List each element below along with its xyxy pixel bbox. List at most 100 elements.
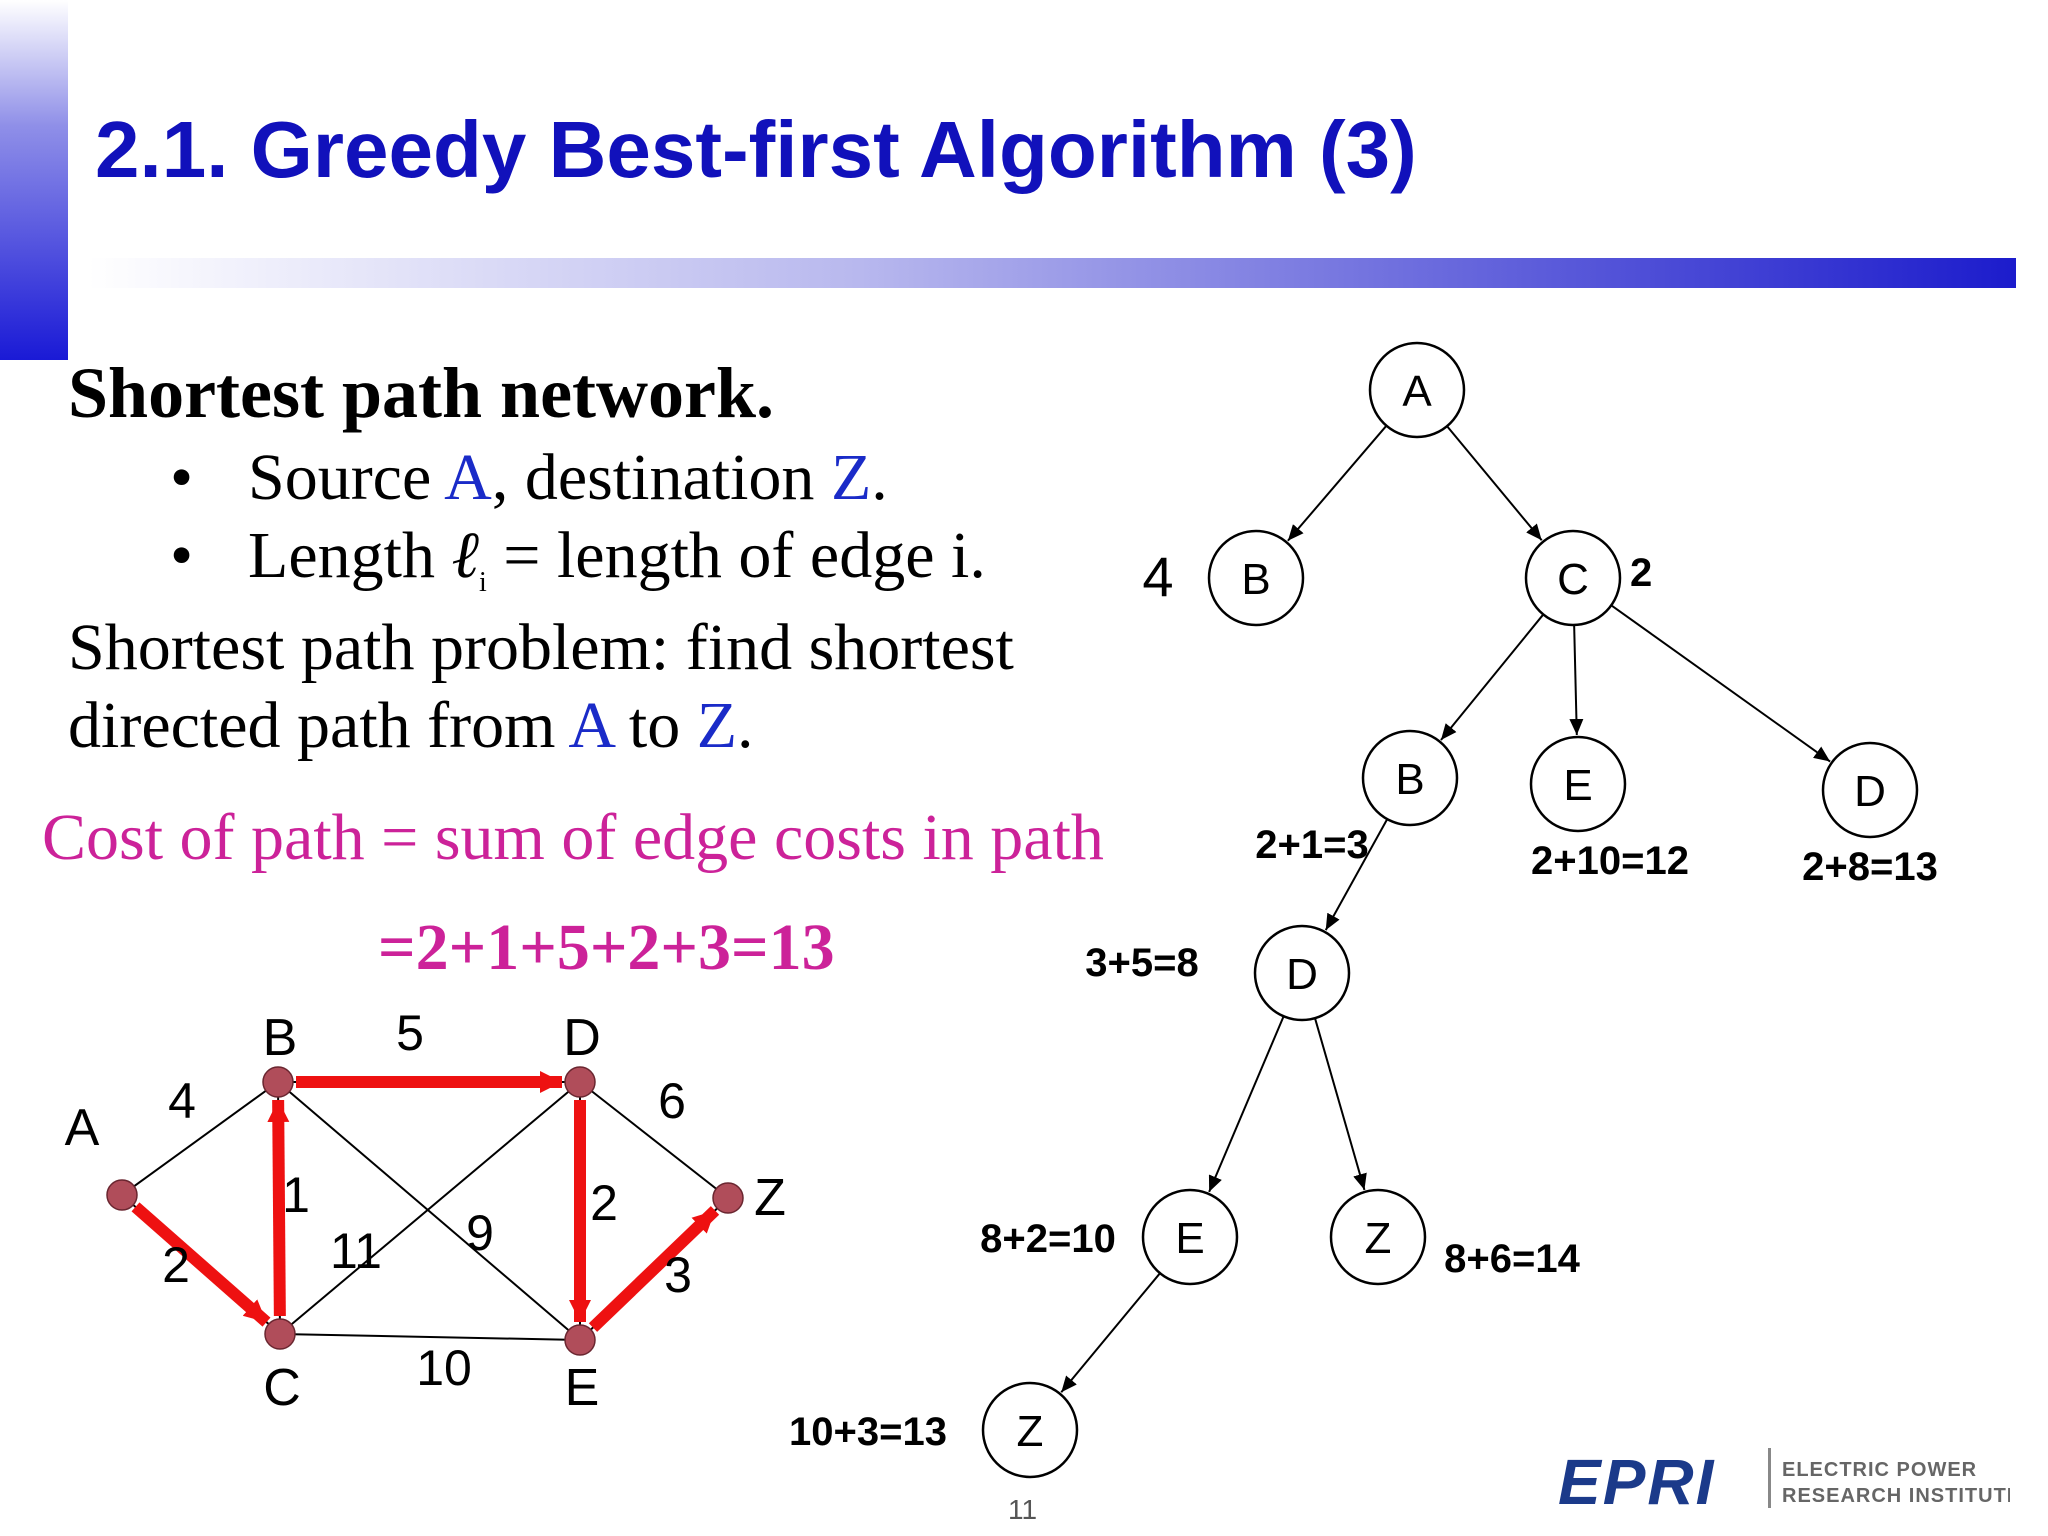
graph-node-c bbox=[264, 1318, 296, 1350]
tree-node-cost-n_z2: 10+3=13 bbox=[789, 1410, 947, 1454]
bullet-dot: • bbox=[170, 441, 194, 514]
section-heading: Shortest path network. bbox=[68, 353, 775, 433]
bullet-text-mid: , destination bbox=[491, 441, 831, 514]
problem-statement-line-1: Shortest path problem: find shortest bbox=[68, 611, 1014, 684]
path-arrow-c-b bbox=[267, 1099, 290, 1317]
edge-weight-c-d: 11 bbox=[330, 1223, 382, 1279]
tree-node-cost-n_z1: 8+6=14 bbox=[1444, 1237, 1580, 1281]
bullet-dot: • bbox=[170, 519, 194, 592]
logo-divider bbox=[1768, 1448, 1771, 1508]
title-underline-rule bbox=[88, 258, 2016, 288]
tree-node-label-n_z1: Z bbox=[1365, 1214, 1392, 1263]
graph-edge-a-b bbox=[121, 1081, 279, 1196]
problem-text-pre: directed path from bbox=[68, 689, 569, 762]
graph-edge-d-z bbox=[579, 1081, 729, 1199]
tree-edge-n_c-n_b2 bbox=[1440, 613, 1545, 741]
tree-node-n_b1 bbox=[1207, 529, 1305, 627]
graph-node-d bbox=[564, 1066, 596, 1098]
tree-edge-n_c-n_d1 bbox=[1610, 604, 1831, 763]
tree-edge-n_b2-n_d2 bbox=[1324, 818, 1389, 931]
source-node-label: A bbox=[568, 689, 613, 762]
bullet-source-destination: • Source A, destination Z. bbox=[170, 440, 888, 516]
tree-node-label-n_d2: D bbox=[1286, 950, 1318, 999]
logo-line-2: RESEARCH INSTITUTE bbox=[1782, 1485, 2010, 1507]
tree-node-label-n_c: C bbox=[1557, 555, 1589, 604]
logo-line-1: ELECTRIC POWER bbox=[1782, 1459, 1977, 1481]
tree-node-label-n_b1: B bbox=[1241, 555, 1270, 604]
graph-node-label-d: D bbox=[563, 1009, 601, 1067]
cost-formula: =2+1+5+2+3=13 bbox=[378, 911, 835, 984]
bullet-text-post: . bbox=[871, 441, 888, 514]
length-subscript: i bbox=[478, 567, 487, 599]
tree-node-n_z2 bbox=[981, 1381, 1079, 1479]
tree-edge-n_d2-n_e2 bbox=[1208, 1015, 1285, 1193]
tree-node-label-n_e1: E bbox=[1563, 761, 1592, 810]
tree-edge-n_c-n_e1 bbox=[1569, 624, 1584, 736]
graph-node-label-c: C bbox=[263, 1359, 301, 1417]
tree-edge-n_a-n_b1 bbox=[1287, 425, 1388, 542]
graph-node-b bbox=[262, 1066, 294, 1098]
epri-logo: EPRI ELECTRIC POWER RESEARCH INSTITUTE bbox=[1558, 1446, 2010, 1518]
tree-node-n_d1 bbox=[1821, 741, 1919, 839]
graph-node-label-a: A bbox=[65, 1099, 100, 1157]
graph-edge-b-e bbox=[277, 1081, 581, 1341]
bullet-text-pre: Source bbox=[248, 441, 445, 514]
bullet-text-pre: Length bbox=[248, 519, 452, 592]
tree-node-label-n_b2: B bbox=[1395, 755, 1424, 804]
problem-statement-line-2: directed path from A to Z. bbox=[68, 688, 754, 764]
destination-node-label: Z bbox=[830, 441, 872, 514]
path-arrow-a-c bbox=[131, 1202, 271, 1327]
graph-node-label-b: B bbox=[263, 1009, 298, 1067]
edge-weight-c-e: 10 bbox=[416, 1340, 472, 1396]
edge-weight-d-z: 6 bbox=[658, 1073, 686, 1129]
graph-edge-c-d bbox=[279, 1081, 581, 1335]
problem-text-post: . bbox=[737, 689, 754, 762]
edge-weight-b-e: 9 bbox=[466, 1205, 494, 1261]
problem-text-mid: to bbox=[612, 689, 697, 762]
tree-node-label-n_a: A bbox=[1402, 367, 1432, 416]
tree-node-cost-n_d2: 3+5=8 bbox=[1085, 941, 1198, 985]
tree-node-cost-n_e1: 2+10=12 bbox=[1531, 839, 1689, 883]
page-number: 11 bbox=[1008, 1494, 1038, 1525]
graph-node-label-z: Z bbox=[754, 1169, 786, 1227]
edge-weight-a-b: 4 bbox=[168, 1073, 196, 1129]
tree-edge-n_d2-n_z1 bbox=[1314, 1017, 1367, 1191]
destination-node-label: Z bbox=[696, 689, 738, 762]
tree-node-cost-n_d1: 2+8=13 bbox=[1802, 845, 1938, 889]
graph-node-e bbox=[564, 1324, 596, 1356]
title-accent-bar bbox=[0, 0, 68, 360]
edge-weight-a-c: 2 bbox=[162, 1237, 190, 1293]
tree-node-cost-n_e2: 8+2=10 bbox=[980, 1217, 1116, 1261]
path-arrow-e-z bbox=[588, 1206, 720, 1332]
source-node-label: A bbox=[444, 441, 492, 514]
length-symbol: ℓ bbox=[451, 519, 479, 592]
tree-node-label-n_d1: D bbox=[1854, 767, 1886, 816]
tree-node-n_z1 bbox=[1329, 1188, 1427, 1286]
edge-weight-e-z: 3 bbox=[664, 1247, 692, 1303]
slide-title: 2.1. Greedy Best-first Algorithm (3) bbox=[95, 105, 1417, 194]
graph-node-a bbox=[106, 1179, 138, 1211]
tree-edge-n_a-n_c bbox=[1446, 425, 1543, 541]
tree-node-label-n_z2: Z bbox=[1017, 1407, 1044, 1456]
edge-weight-b-d: 5 bbox=[396, 1005, 424, 1061]
edge-weight-d-e: 2 bbox=[590, 1175, 618, 1231]
bullet-length-definition: • Length ℓi = length of edge i. bbox=[170, 518, 986, 599]
edge-weight-c-b: 1 bbox=[282, 1167, 310, 1223]
tree-node-n_e1 bbox=[1529, 735, 1627, 833]
tree-node-n_d2 bbox=[1253, 924, 1351, 1022]
tree-node-cost-n_b1: 4 bbox=[1142, 545, 1173, 608]
cost-definition: Cost of path = sum of edge costs in path bbox=[42, 801, 1104, 874]
tree-node-cost-n_b2: 2+1=3 bbox=[1255, 823, 1368, 867]
logo-mark: EPRI bbox=[1558, 1446, 1715, 1518]
tree-node-label-n_e2: E bbox=[1175, 1214, 1204, 1263]
tree-node-n_b2 bbox=[1361, 729, 1459, 827]
tree-edge-n_e2-n_z2 bbox=[1060, 1272, 1161, 1393]
tree-node-n_a bbox=[1368, 341, 1466, 439]
graph-node-z bbox=[712, 1182, 744, 1214]
tree-node-n_c bbox=[1524, 529, 1622, 627]
graph-edge-c-e bbox=[279, 1333, 581, 1341]
bullet-text-post: = length of edge i. bbox=[486, 519, 986, 592]
tree-node-n_e2 bbox=[1141, 1188, 1239, 1286]
